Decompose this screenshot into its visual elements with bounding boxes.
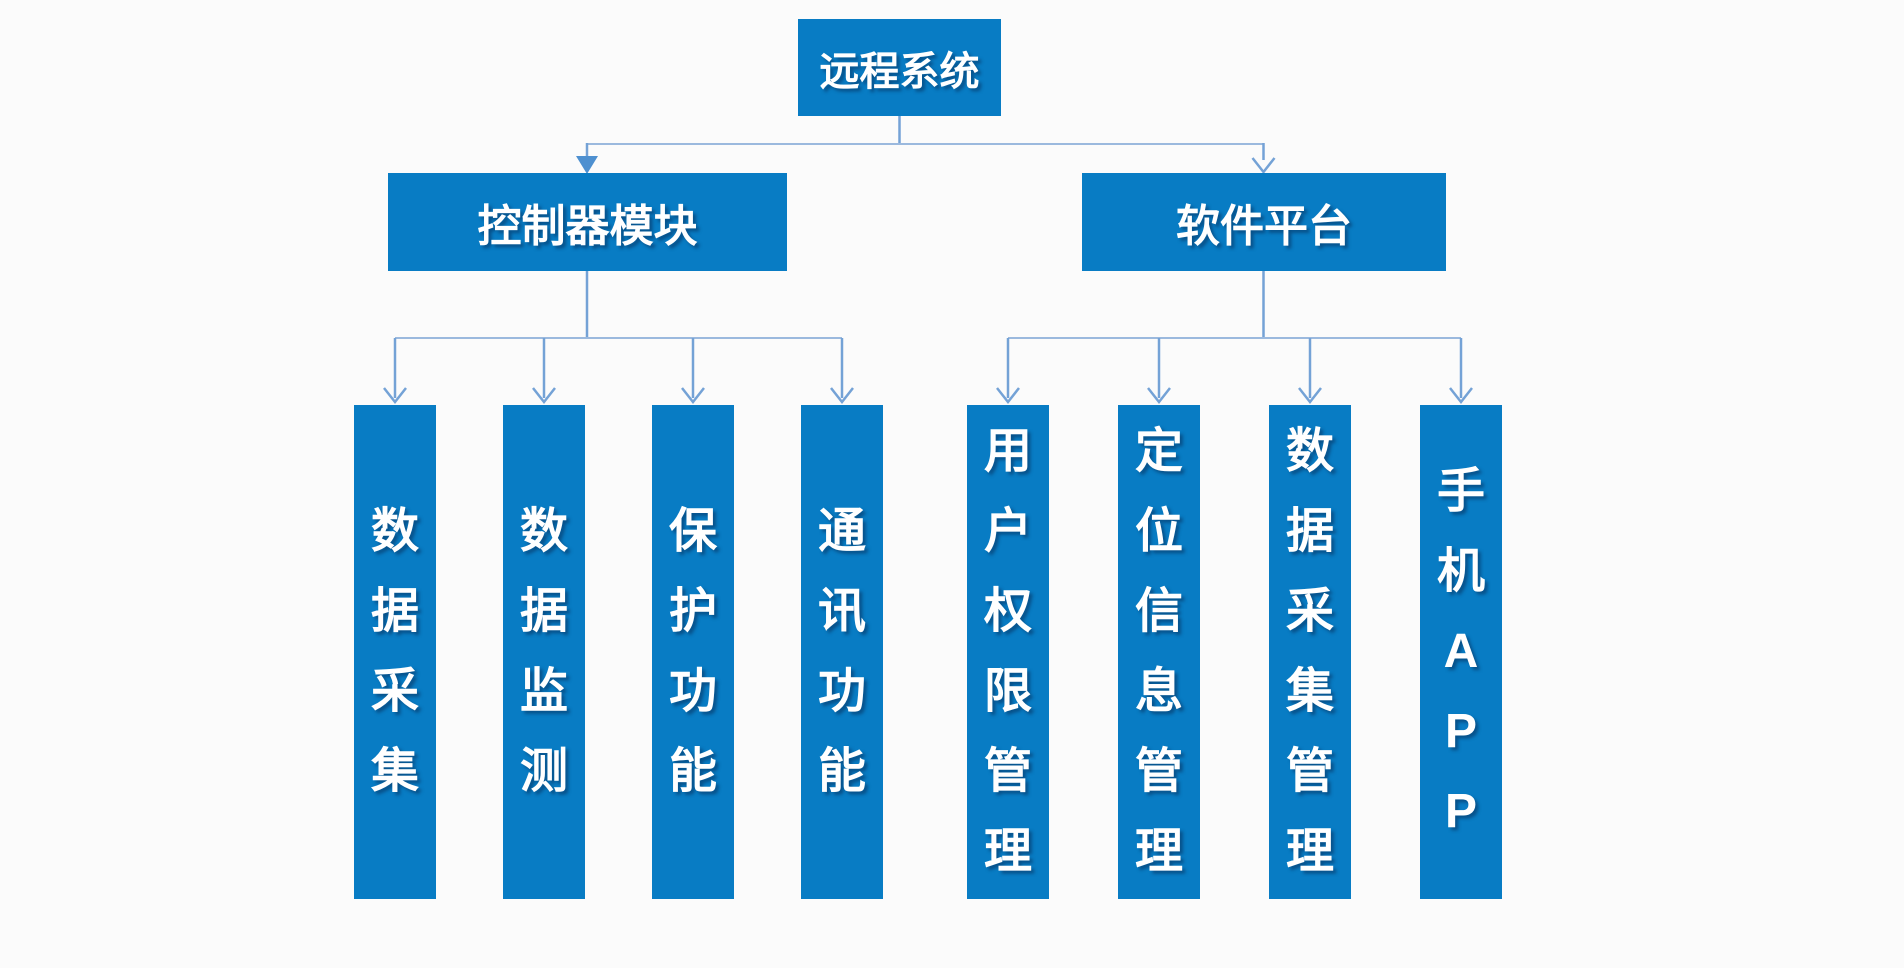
node-data-acquisition: 数据采集 — [354, 405, 436, 899]
vertical-label-char: A — [1443, 625, 1479, 678]
vertical-label-char: 息 — [1134, 665, 1183, 718]
vertical-label-char: 能 — [817, 745, 866, 798]
vertical-label-char: 功 — [668, 665, 717, 718]
arrowhead-leaf8-icon — [1449, 387, 1473, 405]
vertical-label-char: 据 — [370, 585, 419, 638]
node-location-info-management: 定位信息管理 — [1118, 405, 1200, 899]
vertical-label-char: 权 — [983, 585, 1032, 638]
arrowhead-leaf6-icon — [1147, 387, 1171, 405]
vertical-label-char: 理 — [1134, 825, 1183, 878]
vertical-label-char: 信 — [1134, 585, 1183, 638]
node-software-platform-label: 软件平台 — [1176, 202, 1352, 251]
vertical-label-char: 管 — [1285, 745, 1334, 798]
vertical-label-char: 测 — [519, 745, 568, 798]
vertical-label-char: 采 — [370, 665, 419, 718]
vertical-label-char: 监 — [519, 665, 568, 718]
vertical-label-char: 限 — [983, 665, 1032, 718]
vertical-label-char: 护 — [668, 585, 717, 638]
vertical-label-char: 功 — [817, 665, 866, 718]
vertical-label-char: 讯 — [817, 585, 866, 638]
vertical-label-char: 理 — [1285, 825, 1334, 878]
node-remote-system: 远程系统 — [798, 19, 1001, 116]
node-software-platform: 软件平台 — [1082, 173, 1446, 271]
vertical-label-char: P — [1444, 785, 1477, 838]
vertical-label-char: 数 — [519, 505, 568, 558]
arrowhead-leaf3-icon — [681, 387, 705, 405]
arrowhead-leaf5-icon — [996, 387, 1020, 405]
vertical-label-char: 理 — [983, 825, 1032, 878]
vertical-label-char: 集 — [370, 745, 419, 798]
node-controller-module: 控制器模块 — [388, 173, 787, 271]
vertical-label-char: 通 — [817, 505, 866, 558]
vertical-label-char: 据 — [519, 585, 568, 638]
node-controller-module-label: 控制器模块 — [477, 202, 698, 251]
vertical-label-char: 管 — [983, 745, 1032, 798]
vertical-label-char: 管 — [1134, 745, 1183, 798]
vertical-label-char: 数 — [1285, 425, 1334, 478]
node-data-collection-management: 数据采集管理 — [1269, 405, 1351, 899]
vertical-label-char: 位 — [1134, 505, 1183, 558]
vertical-label-char: 户 — [983, 505, 1032, 558]
vertical-label-char: 用 — [983, 425, 1032, 478]
vertical-label-char: 能 — [668, 745, 717, 798]
arrowhead-leaf7-icon — [1298, 387, 1322, 405]
vertical-label-char: 手 — [1436, 465, 1485, 518]
vertical-label-char: 定 — [1134, 425, 1183, 478]
arrowhead-leaf2-icon — [532, 387, 556, 405]
vertical-label-char: 保 — [668, 505, 717, 558]
arrowhead-leaf1-icon — [383, 387, 407, 405]
node-data-monitoring: 数据监测 — [503, 405, 585, 899]
vertical-label-char: 集 — [1285, 665, 1334, 718]
arrowhead-software-icon — [1251, 157, 1276, 175]
vertical-label-char: 据 — [1285, 505, 1334, 558]
node-remote-system-label: 远程系统 — [819, 49, 980, 94]
vertical-label-char: P — [1444, 705, 1477, 758]
vertical-label-char: 数 — [370, 505, 419, 558]
node-protection-function: 保护功能 — [652, 405, 734, 899]
node-user-permission-management: 用户权限管理 — [967, 405, 1049, 899]
vertical-label-char: 机 — [1436, 545, 1485, 598]
vertical-label-char: 采 — [1285, 585, 1334, 638]
arrowhead-controller-icon — [576, 156, 598, 174]
node-communication-function: 通讯功能 — [801, 405, 883, 899]
arrowhead-leaf4-icon — [830, 387, 854, 405]
